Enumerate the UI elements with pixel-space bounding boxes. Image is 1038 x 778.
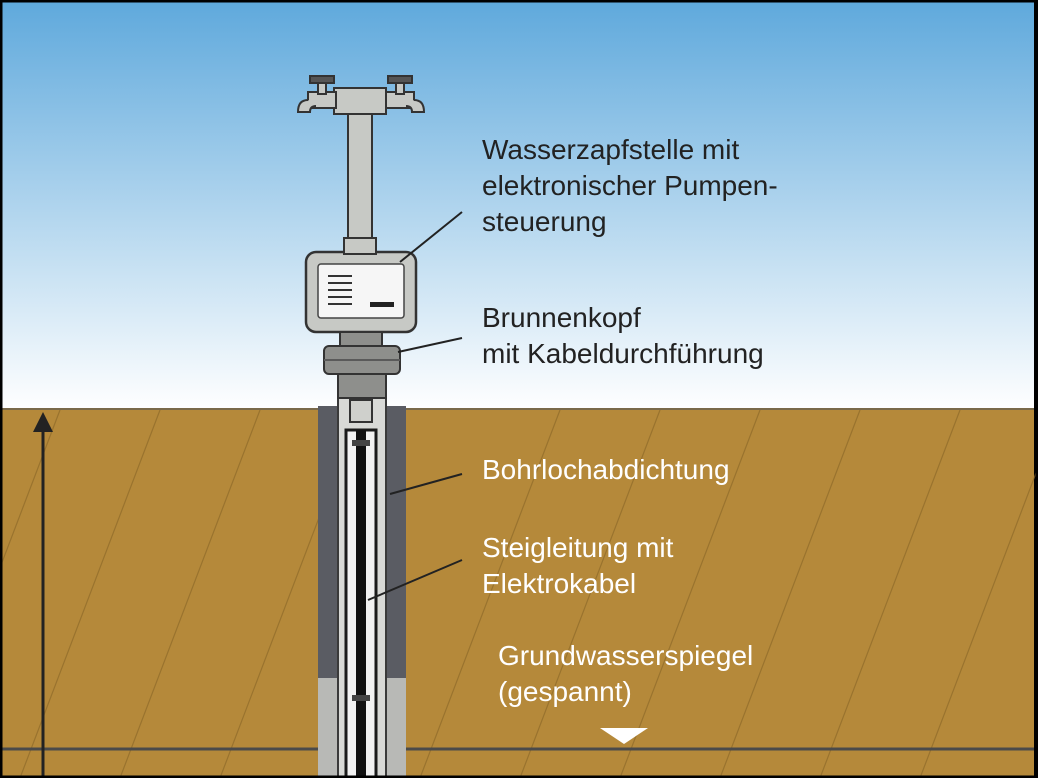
sky bbox=[2, 2, 1034, 410]
label-water-tap: Wasserzapfstelle mit elektronischer Pump… bbox=[482, 132, 778, 240]
label-borehole-seal-line-1: Bohrlochabdichtung bbox=[482, 454, 730, 485]
control-indicator bbox=[370, 302, 394, 307]
left-tap-icon bbox=[296, 75, 337, 113]
label-well-head-line-1: Brunnenkopf bbox=[482, 302, 641, 333]
label-borehole-seal: Bohrlochabdichtung bbox=[482, 452, 730, 488]
label-groundwater-line-2: (gespannt) bbox=[498, 676, 632, 707]
label-well-head-line-2: mit Kabeldurchführung bbox=[482, 338, 764, 369]
label-water-tap-line-3: steuerung bbox=[482, 206, 607, 237]
label-riser: Steigleitung mit Elektrokabel bbox=[482, 530, 673, 602]
label-water-tap-line-1: Wasserzapfstelle mit bbox=[482, 134, 740, 165]
well-head-base bbox=[337, 373, 387, 399]
soil-hatching bbox=[0, 409, 1038, 778]
riser-clamp-1 bbox=[352, 440, 370, 446]
label-well-head: Brunnenkopf mit Kabeldurchführung bbox=[482, 300, 764, 372]
leader-seal bbox=[389, 473, 463, 495]
pipe-tee bbox=[333, 87, 387, 115]
label-riser-line-2: Elektrokabel bbox=[482, 568, 637, 599]
control-display-lines bbox=[328, 275, 352, 305]
leader-riser bbox=[367, 559, 463, 601]
label-groundwater: Grundwasserspiegel (gespannt) bbox=[498, 638, 753, 710]
groundwater-level-marker bbox=[600, 728, 648, 744]
vertical-arrow-head bbox=[33, 412, 53, 432]
electric-cable bbox=[356, 430, 366, 778]
soil bbox=[2, 408, 1034, 778]
riser-top-fitting bbox=[349, 399, 373, 423]
standpipe bbox=[347, 111, 373, 243]
leader-head bbox=[397, 337, 463, 353]
label-water-tap-line-2: elektronischer Pumpen- bbox=[482, 170, 778, 201]
riser-clamp-2 bbox=[352, 695, 370, 701]
label-groundwater-line-1: Grundwasserspiegel bbox=[498, 640, 754, 671]
right-tap-icon bbox=[385, 75, 426, 113]
label-riser-line-1: Steigleitung mit bbox=[482, 532, 674, 563]
leader-tap bbox=[399, 211, 463, 263]
